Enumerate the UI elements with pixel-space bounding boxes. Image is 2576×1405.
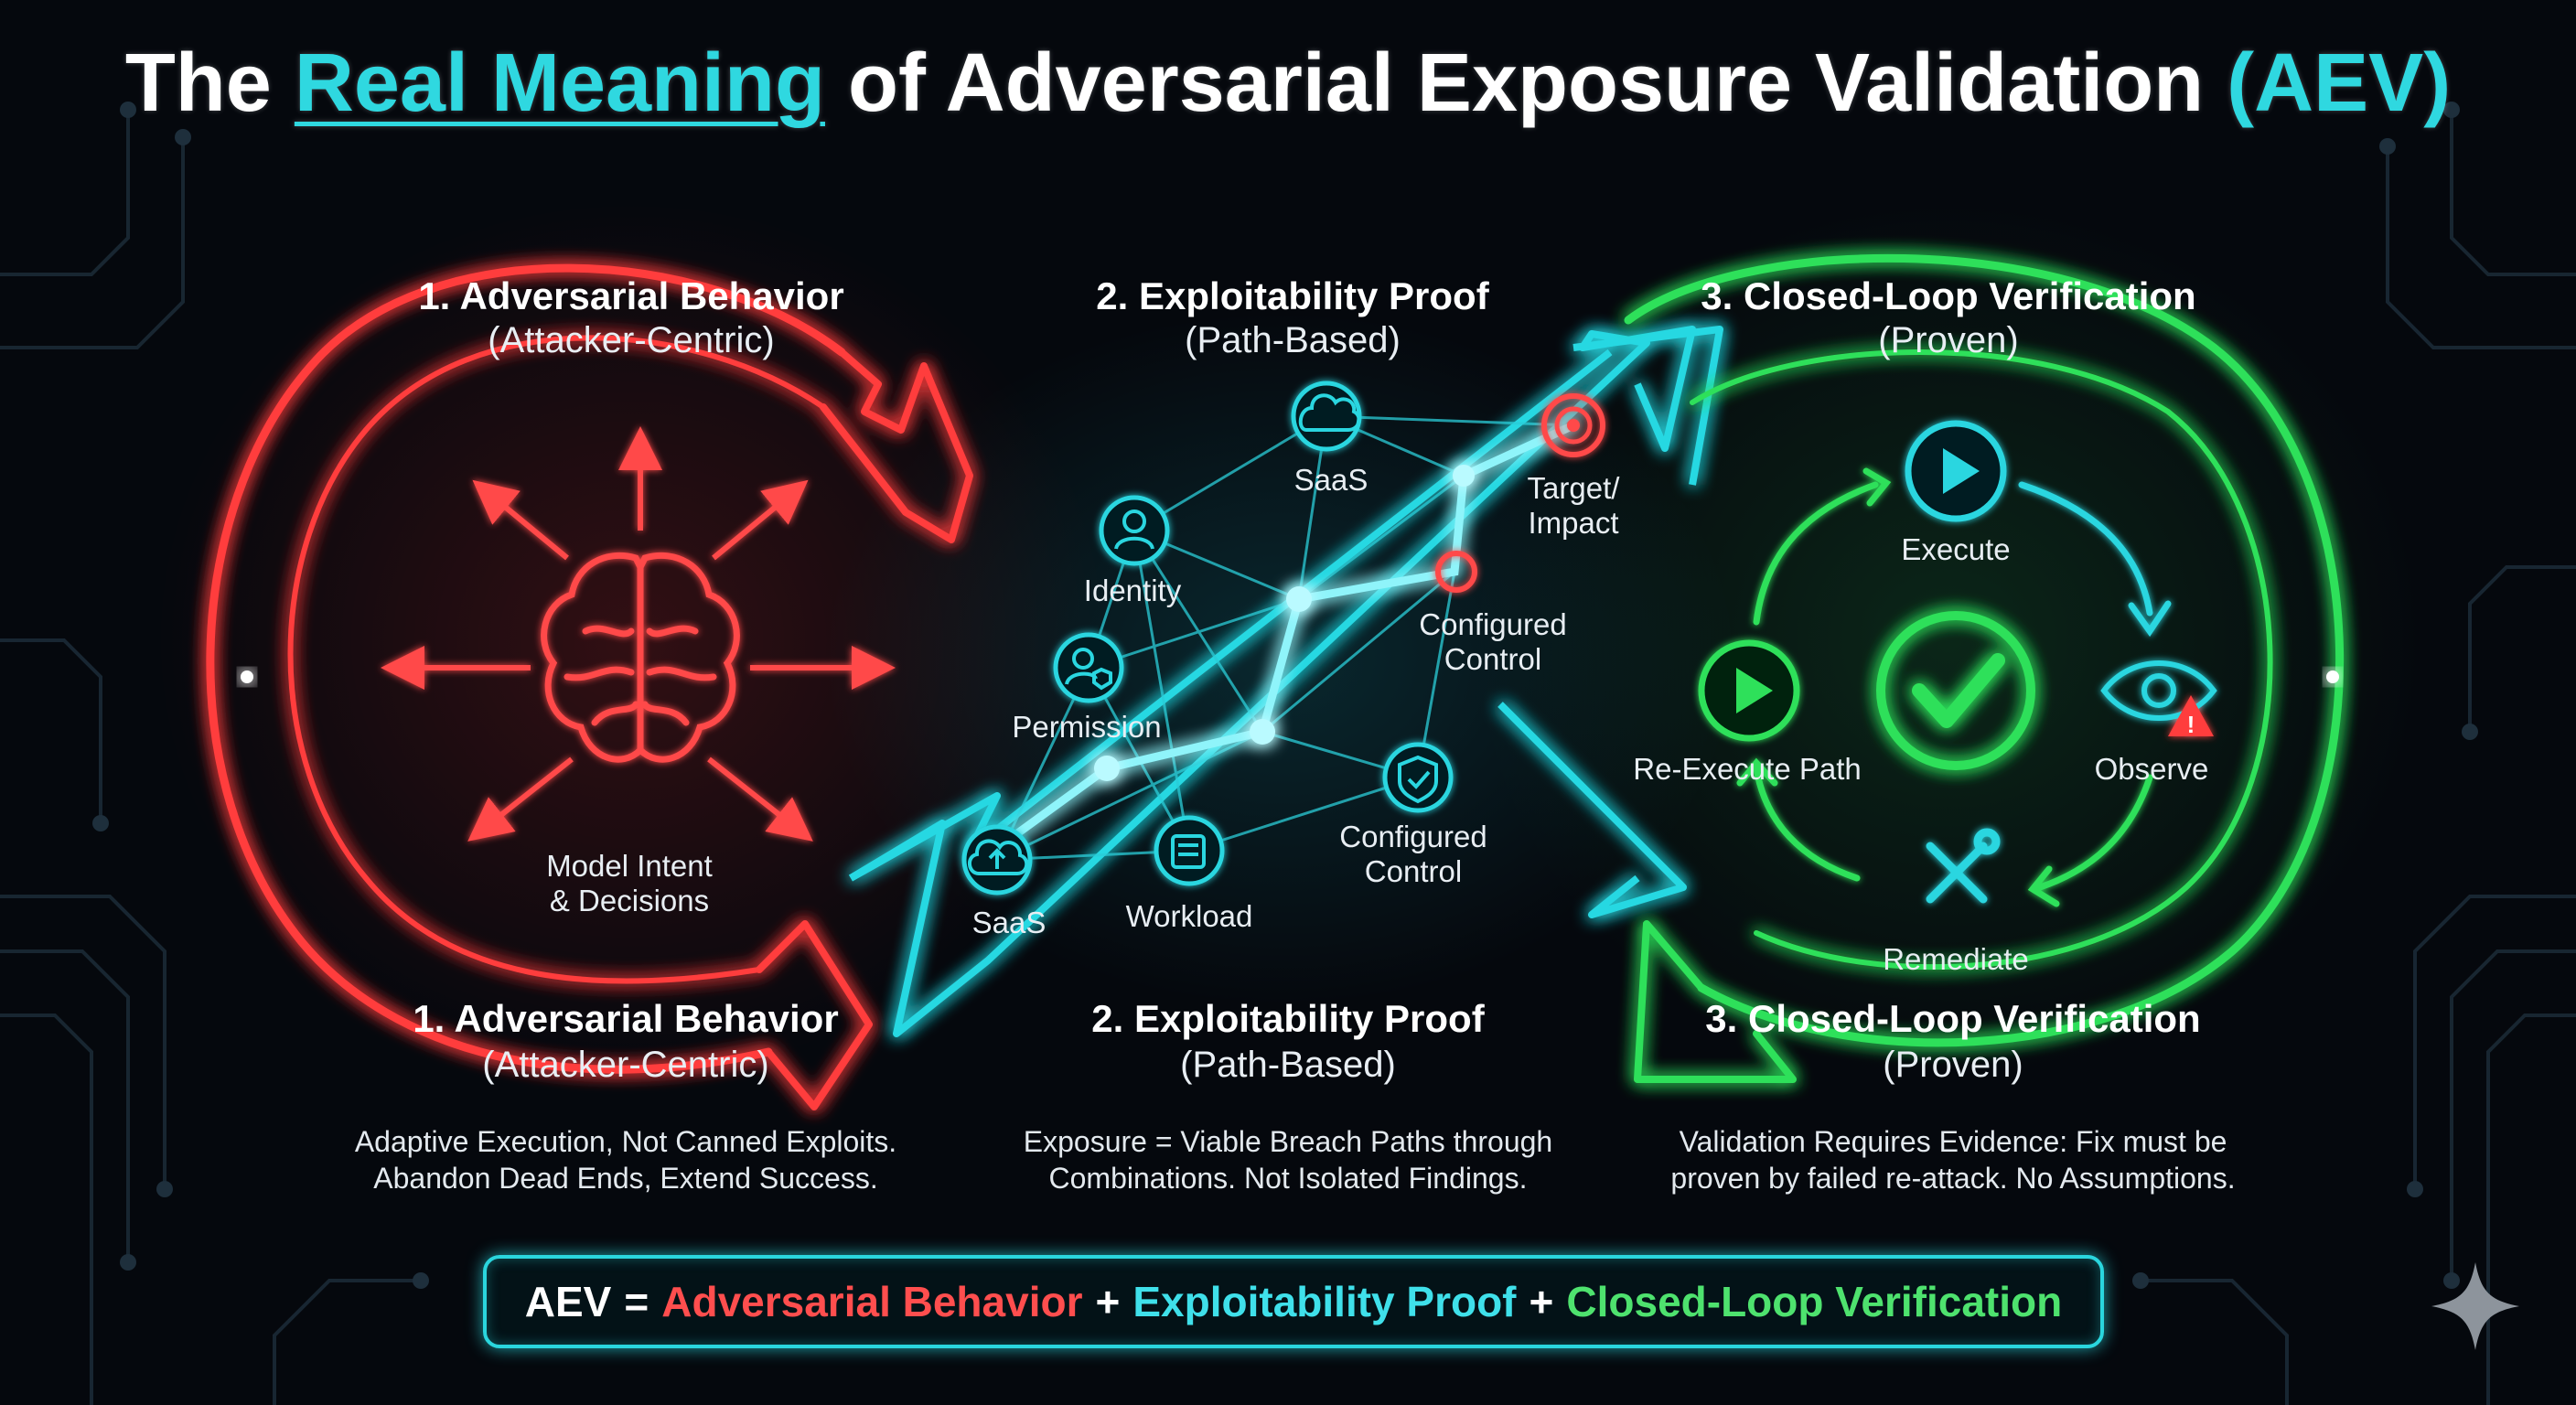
section-3-subheading-top: (Proven) xyxy=(1878,320,2019,360)
section-2-subheading-top: (Path-Based) xyxy=(1185,320,1401,360)
step-label-re-execute: Re-Execute Path xyxy=(1633,752,1862,786)
replay-icon xyxy=(1698,639,1800,742)
formula-plus-1: + xyxy=(1095,1278,1121,1325)
control-node xyxy=(1435,551,1477,593)
node-label-identity: Identity xyxy=(1083,574,1182,607)
section-3-description: Validation Requires Evidence: Fix must b… xyxy=(1670,1125,2236,1195)
title-prefix: The xyxy=(124,38,272,129)
server-icon xyxy=(1171,834,1206,869)
section-1-subheading: (Attacker-Centric) xyxy=(482,1045,769,1085)
step-label-execute: Execute xyxy=(1901,532,2011,566)
section-2-heading: 2. Exploitability Proof xyxy=(1091,997,1485,1040)
brain-label: Model Intent & Decisions xyxy=(546,849,713,917)
aev-formula: AEV = Adversarial Behavior + Exploitabil… xyxy=(483,1255,2104,1348)
section-2-description: Exposure = Viable Breach Paths through C… xyxy=(1023,1125,1553,1195)
node-label-configured-control-bottom: Configured Control xyxy=(1339,820,1487,888)
section-1-heading: 1. Adversarial Behavior xyxy=(413,997,839,1040)
play-icon xyxy=(1905,420,2007,522)
user-icon xyxy=(1114,509,1154,550)
section-1-subheading-top: (Attacker-Centric) xyxy=(488,320,775,360)
circuit-background xyxy=(0,110,2576,1405)
formula-plus-2: + xyxy=(1529,1278,1554,1325)
section-1-heading-top: 1. Adversarial Behavior xyxy=(418,274,844,317)
section-2-heading-top: 2. Exploitability Proof xyxy=(1096,274,1489,317)
target-icon xyxy=(1541,393,1605,457)
check-icon xyxy=(1876,611,2035,770)
eye-warning-icon: ! xyxy=(2100,660,2217,738)
node-label-target: Target/ Impact xyxy=(1527,471,1620,540)
formula-term-exploitability: Exploitability Proof xyxy=(1132,1278,1517,1325)
formula-lhs: AEV xyxy=(524,1278,612,1325)
node-label-permission: Permission xyxy=(1012,710,1162,744)
cloud-upload-icon xyxy=(968,839,1029,875)
green-loop xyxy=(1624,253,2345,1083)
section-1-description: Adaptive Execution, Not Canned Exploits.… xyxy=(354,1125,897,1195)
title-middle: of Adversarial Exposure Validation xyxy=(848,38,2205,129)
sparkle-icon xyxy=(2431,1262,2519,1350)
title-highlight: Real Meaning xyxy=(294,38,825,129)
formula-term-closed-loop: Closed-Loop Verification xyxy=(1566,1278,2063,1325)
node-label-configured-control-top: Configured Control xyxy=(1419,607,1567,676)
section-3-subheading: (Proven) xyxy=(1883,1045,2023,1085)
section-3-heading-top: 3. Closed-Loop Verification xyxy=(1701,274,2196,317)
node-label-saas-bottom: SaaS xyxy=(971,906,1046,939)
svg-text:!: ! xyxy=(2187,711,2195,738)
cycle-arrows xyxy=(1736,467,2172,907)
step-label-observe: Observe xyxy=(2094,752,2209,786)
section-3-heading: 3. Closed-Loop Verification xyxy=(1705,997,2201,1040)
node-label-workload: Workload xyxy=(1125,899,1253,933)
step-label-remediate: Remediate xyxy=(1883,942,2029,976)
shield-check-icon xyxy=(1398,755,1438,804)
node-label-saas-top: SaaS xyxy=(1293,463,1368,497)
formula-equals: = xyxy=(624,1278,649,1325)
user-shield-icon xyxy=(1065,648,1112,691)
section-2-subheading: (Path-Based) xyxy=(1180,1045,1396,1085)
intent-arrows xyxy=(381,426,896,842)
page-title: The Real Meaning of Adversarial Exposure… xyxy=(125,37,2451,131)
brain-icon xyxy=(541,552,740,763)
formula-term-adversarial: Adversarial Behavior xyxy=(661,1278,1083,1325)
title-suffix: (AEV) xyxy=(2227,38,2452,129)
red-loop xyxy=(206,263,973,1110)
cloud-icon xyxy=(1298,393,1361,432)
tools-icon xyxy=(1926,828,2001,904)
